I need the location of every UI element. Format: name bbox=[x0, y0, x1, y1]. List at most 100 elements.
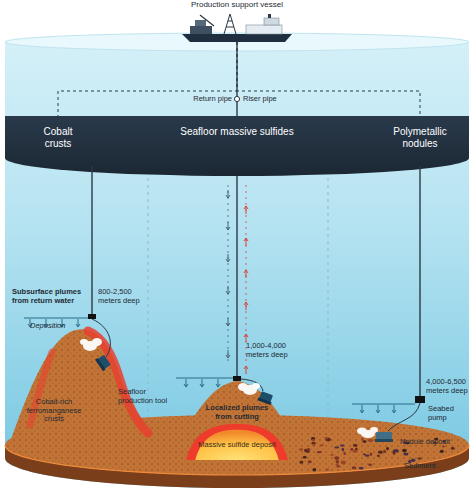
riser-pipe bbox=[419, 166, 420, 396]
tool-label: Seafloor production tool bbox=[118, 388, 170, 405]
plume-cloud bbox=[80, 338, 102, 351]
plume-label: Localized plumes from cutting bbox=[198, 404, 276, 421]
column-divider bbox=[148, 178, 149, 430]
nodule bbox=[330, 454, 333, 456]
depth-band bbox=[5, 116, 469, 176]
nodule bbox=[393, 451, 396, 454]
pipe-label: Return pipe bbox=[168, 95, 232, 104]
nodule bbox=[393, 450, 398, 452]
column-heading: Polymetallic nodules bbox=[382, 124, 458, 152]
nodule bbox=[300, 461, 304, 464]
nodule bbox=[304, 449, 307, 452]
deposit-label: Nodule deposit bbox=[400, 438, 462, 447]
node-text: Massive sulfide deposit bbox=[186, 441, 288, 450]
down-arrow bbox=[376, 405, 380, 413]
nodule bbox=[343, 452, 346, 455]
nodule bbox=[312, 468, 316, 472]
pipe-junction bbox=[234, 96, 239, 101]
production-tool bbox=[95, 354, 111, 371]
nodule bbox=[320, 444, 324, 446]
nodule bbox=[368, 464, 372, 467]
nodule bbox=[359, 467, 364, 470]
up-arrow bbox=[244, 366, 248, 374]
nodule bbox=[341, 461, 346, 465]
seamount bbox=[8, 329, 178, 454]
column-heading: Seafloor massive sulfides bbox=[152, 124, 322, 142]
deposit-dome: Massive sulfide deposit bbox=[186, 424, 288, 460]
nodule bbox=[361, 437, 364, 440]
nodule bbox=[336, 460, 339, 464]
nodule bbox=[324, 437, 328, 439]
nodule-collector bbox=[375, 432, 393, 442]
nodule bbox=[340, 445, 345, 447]
column-heading: Cobalt crusts bbox=[30, 124, 86, 152]
pipe-connector bbox=[236, 42, 237, 124]
ship-drawing bbox=[170, 12, 304, 42]
nodule bbox=[378, 451, 383, 454]
nodule bbox=[353, 450, 358, 453]
nodule bbox=[386, 447, 389, 450]
column-title: Seafloor massive sulfides bbox=[152, 126, 322, 138]
nodule bbox=[317, 451, 322, 453]
nodule bbox=[342, 448, 345, 452]
down-arrow bbox=[392, 405, 396, 413]
vessel-node: Production support vessel bbox=[170, 0, 304, 42]
nodule bbox=[312, 443, 315, 446]
depth-label: 800-2,500 meters deep bbox=[98, 288, 144, 305]
nodule bbox=[352, 466, 357, 469]
seamount-texture bbox=[8, 329, 178, 454]
nodule bbox=[363, 440, 367, 443]
nodule bbox=[403, 452, 408, 455]
depth-label: 4,000-6,500 meters deep bbox=[426, 378, 472, 395]
water-body bbox=[5, 42, 469, 488]
down-arrow bbox=[76, 319, 80, 327]
nodule bbox=[383, 450, 386, 454]
nodule bbox=[299, 448, 303, 451]
seabed-pump-symbol bbox=[415, 396, 425, 403]
sediment-label: Sediment bbox=[404, 462, 454, 471]
return-flow bbox=[228, 185, 229, 365]
down-arrow bbox=[216, 379, 220, 387]
riser-flow bbox=[246, 185, 247, 365]
plume-line bbox=[352, 404, 415, 405]
pipe-inlet bbox=[233, 376, 241, 381]
riser-pipe bbox=[236, 176, 237, 377]
nodule bbox=[335, 464, 338, 466]
pipe-outlet bbox=[88, 314, 96, 319]
nodule bbox=[336, 465, 340, 467]
water-surface bbox=[5, 33, 469, 51]
nodule bbox=[377, 455, 380, 457]
nodule bbox=[334, 456, 339, 460]
nodule bbox=[402, 449, 407, 452]
pipe-connector bbox=[237, 42, 420, 124]
column-title: Cobalt crusts bbox=[30, 126, 86, 149]
nodule bbox=[418, 458, 422, 460]
flow-arrows bbox=[28, 185, 396, 413]
pipe-label: Riser pipe bbox=[243, 95, 303, 104]
nodule bbox=[451, 447, 455, 450]
nodule bbox=[303, 456, 307, 459]
nodule bbox=[311, 437, 315, 440]
nodule bbox=[334, 447, 339, 449]
node-text: Production support vessel bbox=[170, 0, 304, 9]
sulfide-mound-texture bbox=[158, 381, 318, 456]
plume-line bbox=[24, 318, 88, 319]
nodule bbox=[350, 448, 353, 451]
depth-label: 1,000-4,000 meters deep bbox=[246, 342, 300, 359]
down-arrow bbox=[360, 405, 364, 413]
nodule bbox=[353, 444, 358, 447]
down-arrow bbox=[184, 379, 188, 387]
nodule bbox=[308, 460, 312, 463]
return-pipe bbox=[91, 166, 92, 315]
nodule bbox=[325, 468, 329, 470]
plume-cloud bbox=[238, 383, 260, 395]
hose bbox=[92, 319, 110, 357]
nodule bbox=[368, 439, 374, 442]
nodule bbox=[312, 439, 315, 441]
plume-line bbox=[176, 378, 233, 379]
column-title: Polymetallic nodules bbox=[382, 126, 458, 149]
column-divider bbox=[328, 178, 329, 430]
nodule bbox=[440, 450, 444, 453]
hose bbox=[388, 403, 420, 431]
